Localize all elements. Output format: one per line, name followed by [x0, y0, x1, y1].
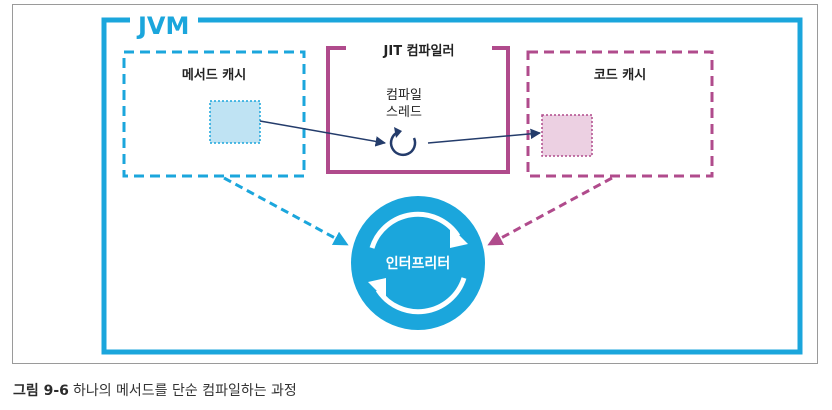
figure-caption-text: 하나의 메서드를 단순 컴파일하는 과정	[72, 383, 297, 399]
compile-thread-cycle-icon	[389, 127, 417, 157]
method-cache-label: 메서드 캐시	[182, 68, 246, 83]
interpreter-label: 인터프리터	[386, 255, 450, 272]
jit-compiler-box	[326, 46, 510, 174]
method-block	[209, 100, 261, 144]
arrow-code-cache-to-interpreter	[487, 176, 613, 246]
jvm-label: JVM	[136, 12, 189, 40]
jvm-box	[101, 17, 803, 355]
interpreter-cycle-icon	[368, 211, 468, 315]
jit-compiler-label: JIT 컴파일러	[383, 43, 455, 59]
jit-compilation-diagram: JVM 메서드 캐시 JIT 컴파일러 컴파일 스레드 코드 캐시 인터프리터	[101, 12, 803, 355]
arrow-compiler-to-code-cache	[427, 128, 542, 144]
compile-thread-label-line2: 스레드	[386, 105, 422, 120]
code-cache-box	[526, 50, 714, 178]
method-cache-box	[122, 50, 306, 178]
compiled-code-block	[541, 114, 593, 157]
code-cache-label: 코드 캐시	[594, 68, 646, 83]
arrow-method-cache-to-interpreter	[223, 176, 349, 246]
arrow-method-to-compiler	[259, 120, 387, 147]
figure-number: 그림 9-6	[13, 383, 69, 399]
compile-thread-label-line1: 컴파일	[386, 88, 422, 103]
